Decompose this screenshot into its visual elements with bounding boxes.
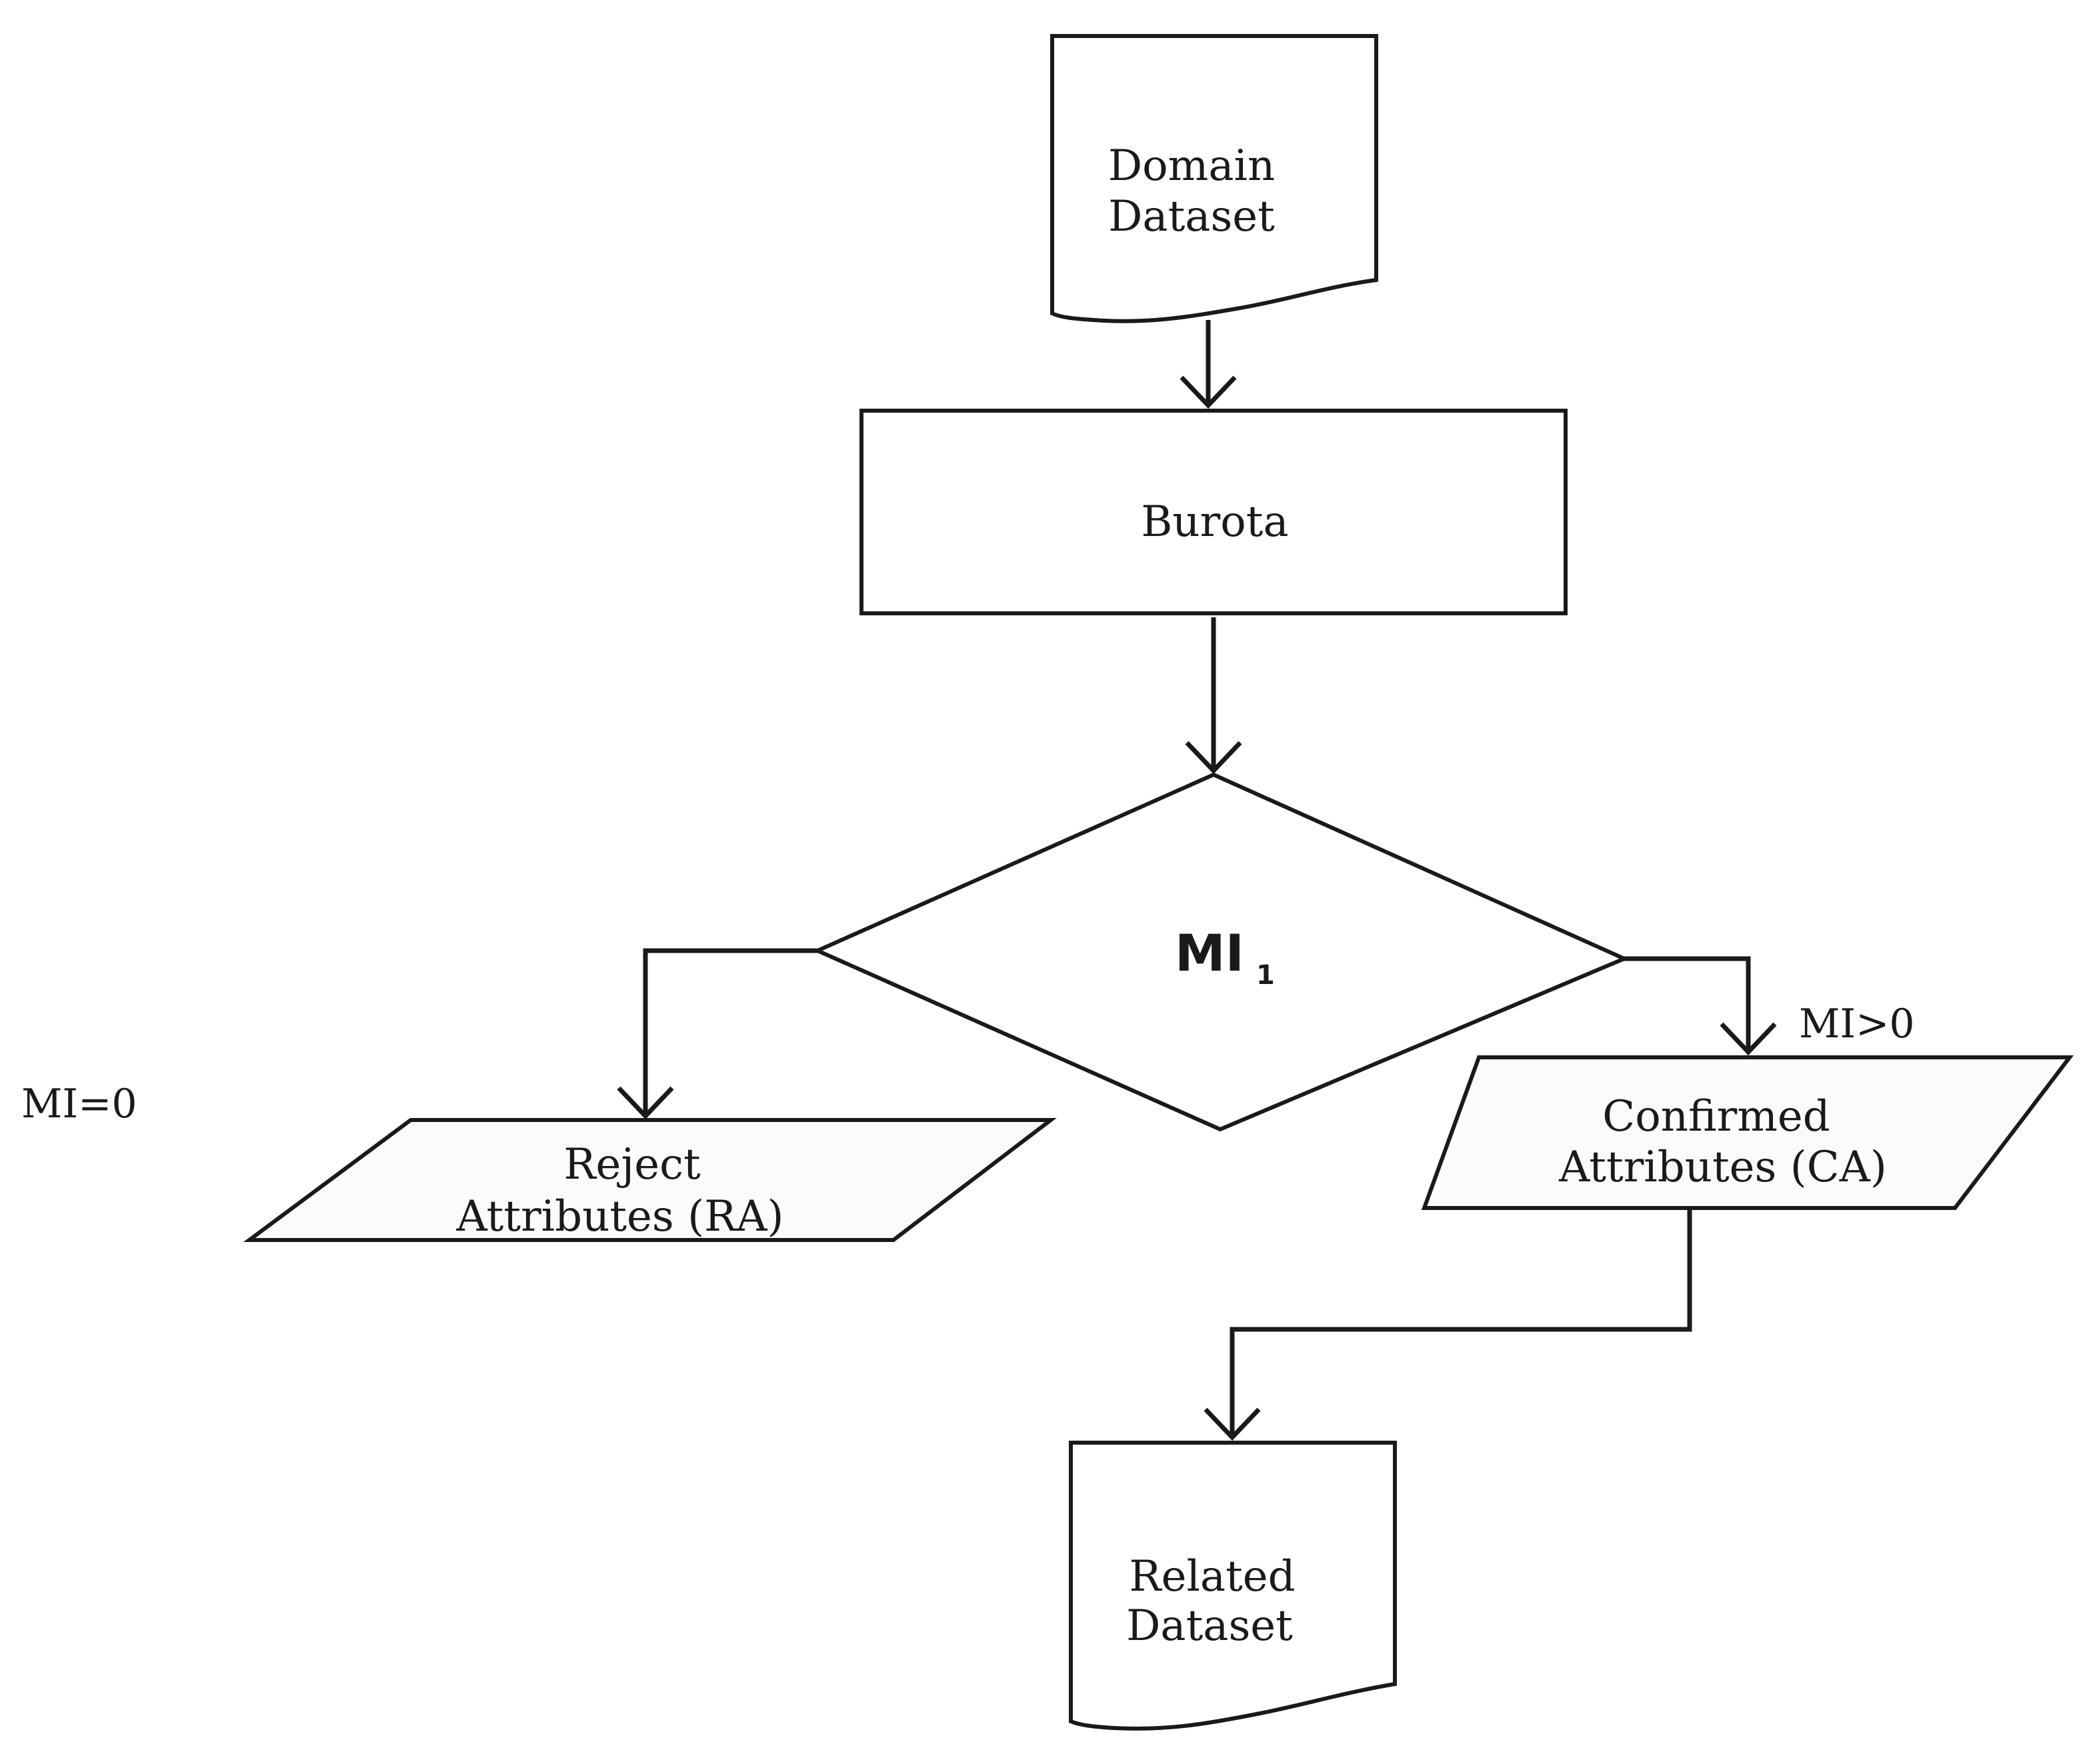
confirmed-attributes-shape xyxy=(1421,1055,2074,1210)
burota-shape xyxy=(859,409,1568,615)
arrow-decision-to-confirmed xyxy=(1624,956,1777,1056)
reject-attributes-label-line2: Attributes (RA) xyxy=(456,1192,784,1241)
decision-shape xyxy=(812,772,1630,1132)
decision-node: MI 1 xyxy=(812,772,1630,1132)
decision-label-subscript: 1 xyxy=(1256,960,1275,991)
related-dataset-shape xyxy=(1069,1441,1397,1731)
edge-label-mi-positive: MI>0 xyxy=(1799,1001,1915,1047)
arrow-domain-to-burota xyxy=(1180,320,1237,409)
domain-dataset-node: Domain Dataset xyxy=(1050,34,1378,323)
edge-label-mi-zero: MI=0 xyxy=(21,1081,137,1127)
related-dataset-label-line1: Related xyxy=(1129,1552,1295,1601)
reject-attributes-label-line1: Reject xyxy=(563,1140,701,1189)
related-dataset-label-line2: Dataset xyxy=(1126,1601,1293,1651)
domain-dataset-label-line2: Dataset xyxy=(1108,192,1275,241)
arrow-burota-to-decision xyxy=(1185,617,1242,775)
arrow-confirmed-to-related xyxy=(1204,1208,1692,1441)
burota-node: Burota xyxy=(859,409,1568,615)
confirmed-attributes-label-line2: Attributes (CA) xyxy=(1558,1143,1887,1192)
confirmed-attributes-node: Confirmed Attributes (CA) xyxy=(1421,1055,2074,1210)
confirmed-attributes-label-line1: Confirmed xyxy=(1602,1092,1830,1141)
related-dataset-node: Related Dataset xyxy=(1069,1441,1397,1731)
decision-label: MI xyxy=(1175,923,1244,983)
domain-dataset-label-line1: Domain xyxy=(1108,141,1275,191)
burota-label: Burota xyxy=(1141,497,1288,547)
arrow-decision-to-reject xyxy=(617,948,817,1120)
domain-dataset-shape xyxy=(1050,34,1378,323)
reject-attributes-shape xyxy=(243,1118,1057,1242)
reject-attributes-node: Reject Attributes (RA) xyxy=(243,1118,1057,1242)
